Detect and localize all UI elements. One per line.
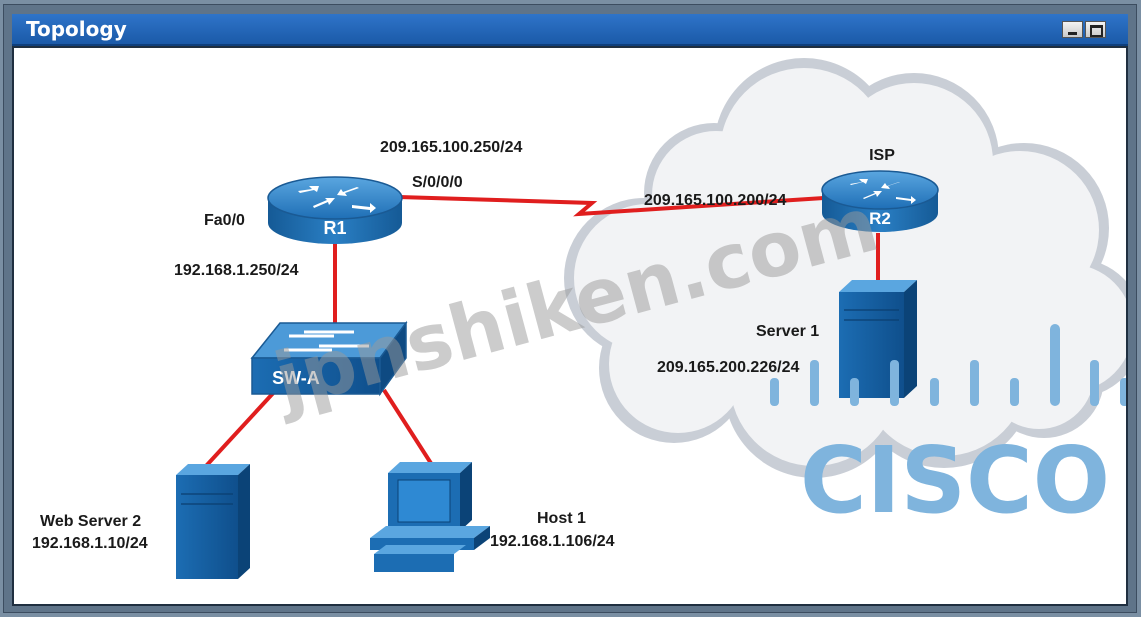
r2-label: R2 xyxy=(869,209,891,228)
host-1[interactable] xyxy=(370,462,490,572)
topology-canvas: R1 R2 SW-A xyxy=(12,46,1128,606)
minimize-button[interactable] xyxy=(1062,21,1083,38)
r1-serial-interface: S/0/0/0 xyxy=(412,174,463,191)
web-server-2[interactable] xyxy=(176,464,250,579)
server1-ip: 209.165.200.226/24 xyxy=(657,359,799,376)
isp-label: ISP xyxy=(869,147,895,164)
web-server2-name: Web Server 2 xyxy=(40,513,141,530)
host1-ip: 192.168.1.106/24 xyxy=(490,533,615,550)
switch-sw-a[interactable]: SW-A xyxy=(250,320,408,397)
router-r1[interactable]: R1 xyxy=(267,176,403,244)
router-arrows-icon xyxy=(298,186,376,213)
maximize-button[interactable] xyxy=(1085,21,1106,38)
web-server2-ip: 192.168.1.10/24 xyxy=(32,535,148,552)
server-1[interactable] xyxy=(839,280,917,398)
switch-label: SW-A xyxy=(272,368,320,388)
window-titlebar: Topology xyxy=(12,14,1128,46)
cisco-logo: CISCO xyxy=(770,324,1126,534)
r1-serial-ip: 209.165.100.250/24 xyxy=(380,139,522,156)
server1-name: Server 1 xyxy=(756,323,819,340)
switch-arrows-icon xyxy=(284,330,369,352)
router-r2[interactable]: R2 xyxy=(821,170,939,232)
switch-host-link xyxy=(382,388,436,470)
cisco-wordmark: CISCO xyxy=(800,427,1110,534)
switch-webserver-link xyxy=(204,388,278,468)
r1-fa-interface: Fa0/0 xyxy=(204,212,245,229)
serial-link xyxy=(398,195,825,217)
host1-name: Host 1 xyxy=(537,510,586,527)
r2-ip: 209.165.100.200/24 xyxy=(644,192,786,209)
r1-label: R1 xyxy=(323,218,346,238)
topology-diagram: R1 R2 SW-A xyxy=(32,58,1126,579)
router-arrows-icon xyxy=(850,179,916,204)
network-links xyxy=(204,195,880,470)
r1-fa-ip: 192.168.1.250/24 xyxy=(174,262,299,279)
window-title: Topology xyxy=(26,17,127,41)
